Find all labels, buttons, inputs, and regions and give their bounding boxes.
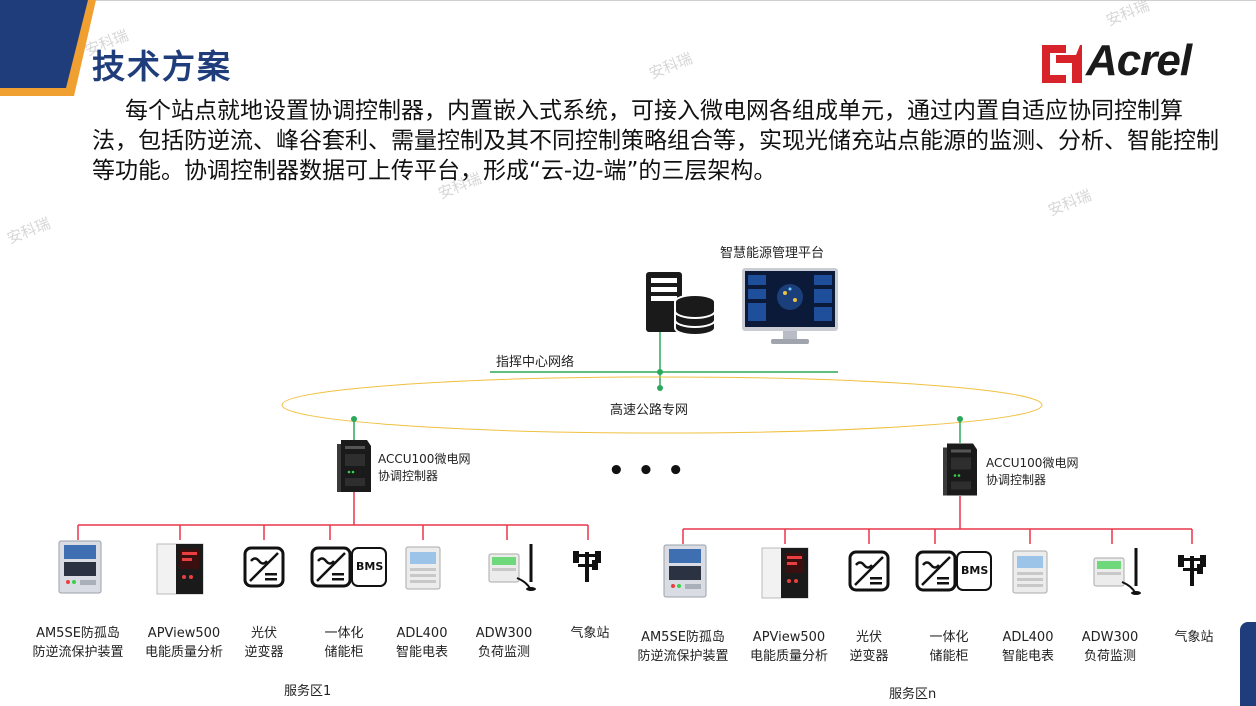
device-label-line1: ADL400 (396, 626, 448, 641)
storage-cabinet-icon (310, 546, 387, 588)
controller-n-label: ACCU100微电网 协调控制器 (986, 455, 1078, 489)
network-node (351, 416, 357, 422)
server-database-icon (646, 272, 716, 336)
controller-label-line1: ACCU100微电网 (986, 456, 1079, 470)
acrel-logo-icon (1042, 45, 1082, 83)
device-label-line2: 逆变器 (244, 645, 284, 660)
ellipsis-more-zones: • • • (608, 456, 686, 486)
device-label: ADL400 智能电表 (390, 624, 454, 662)
page-edge-tab (1240, 622, 1256, 706)
controller-label-line2: 协调控制器 (378, 469, 439, 483)
device-label: ADW300 负荷监测 (472, 624, 536, 662)
highway-network-ellipse (281, 376, 1043, 434)
bms-label: BMS (961, 564, 989, 577)
device-label: AM5SE防孤岛 防逆流保护装置 (633, 628, 733, 666)
highway-network-label: 高速公路专网 (610, 403, 689, 418)
storage-cabinet-icon (915, 550, 992, 592)
device-label: 气象站 (560, 624, 620, 643)
smart-meter-icon (1012, 550, 1048, 594)
controller-label-line1: ACCU100微电网 (378, 452, 471, 466)
device-label-line1: AM5SE防孤岛 (36, 626, 120, 641)
zone-1-label: 服务区1 (284, 684, 332, 699)
device-label: 一体化 储能柜 (917, 628, 981, 666)
device-label-line2: 负荷监测 (1083, 649, 1136, 664)
zone-n-label: 服务区n (889, 687, 937, 702)
acrel-logo-text: Acrel (1086, 36, 1192, 85)
device-label-line2: 电能质量分析 (749, 649, 828, 664)
device-label-line2: 逆变器 (849, 649, 889, 664)
device-label-line2: 智能电表 (1001, 649, 1054, 664)
bms-label: BMS (356, 560, 384, 573)
device-label-line1: 气象站 (570, 626, 610, 641)
intro-paragraph: 每个站点就地设置协调控制器，内置嵌入式系统，可接入微电网各组成单元，通过内置自适… (92, 98, 1219, 184)
device-label-line1: 一体化 (929, 630, 969, 645)
monitor-dashboard-icon (742, 268, 838, 344)
device-label-line2: 防逆流保护装置 (32, 645, 124, 660)
device-label-line1: APView500 (147, 626, 221, 641)
protection-device-icon (663, 544, 707, 598)
device-label-line1: 光伏 (250, 626, 277, 641)
device-label: 光伏 逆变器 (234, 624, 294, 662)
device-label-line1: 一体化 (324, 626, 364, 641)
pv-inverter-icon (848, 550, 890, 592)
load-monitor-icon (1093, 548, 1141, 595)
device-label: ADL400 智能电表 (996, 628, 1060, 666)
controller-1-label: ACCU100微电网 协调控制器 (378, 451, 470, 485)
device-label-line1: AM5SE防孤岛 (641, 630, 725, 645)
device-label-line2: 智能电表 (395, 645, 448, 660)
device-label-line1: ADW300 (1081, 630, 1139, 645)
device-label-line1: 气象站 (1174, 630, 1214, 645)
header-banner (0, 0, 96, 96)
network-node (657, 385, 663, 391)
device-label-line1: ADL400 (1002, 630, 1054, 645)
power-quality-analyzer-icon (761, 547, 809, 599)
device-label-line2: 电能质量分析 (144, 645, 223, 660)
device-label: 一体化 储能柜 (312, 624, 376, 662)
weather-station-icon (573, 551, 601, 582)
page-title: 技术方案 (92, 47, 232, 86)
smart-meter-icon (405, 546, 441, 590)
device-label: 气象站 (1164, 628, 1224, 647)
device-label: APView500 电能质量分析 (741, 628, 837, 666)
power-quality-analyzer-icon (156, 543, 204, 595)
top-divider (96, 0, 1256, 1)
device-label: APView500 电能质量分析 (136, 624, 232, 662)
load-monitor-icon (488, 544, 536, 591)
device-label: AM5SE防孤岛 防逆流保护装置 (28, 624, 128, 662)
device-label: 光伏 逆变器 (839, 628, 899, 666)
controller-label-line2: 协调控制器 (986, 473, 1047, 487)
device-label-line2: 储能柜 (324, 645, 364, 660)
device-label-line1: ADW300 (475, 626, 533, 641)
controller-device-icon (943, 443, 977, 496)
controller-device-icon (337, 440, 371, 492)
platform-label: 智慧能源管理平台 (720, 246, 825, 261)
weather-station-icon (1178, 555, 1206, 586)
pv-inverter-icon (243, 546, 285, 588)
command-network-label: 指挥中心网络 (496, 355, 575, 370)
device-label-line1: APView500 (752, 630, 826, 645)
device-label-line1: 光伏 (855, 630, 882, 645)
network-node (957, 416, 963, 422)
device-label-line2: 储能柜 (929, 649, 969, 664)
device-label-line2: 防逆流保护装置 (637, 649, 729, 664)
protection-device-icon (58, 540, 102, 594)
device-label-line2: 负荷监测 (477, 645, 530, 660)
device-label: ADW300 负荷监测 (1078, 628, 1142, 666)
